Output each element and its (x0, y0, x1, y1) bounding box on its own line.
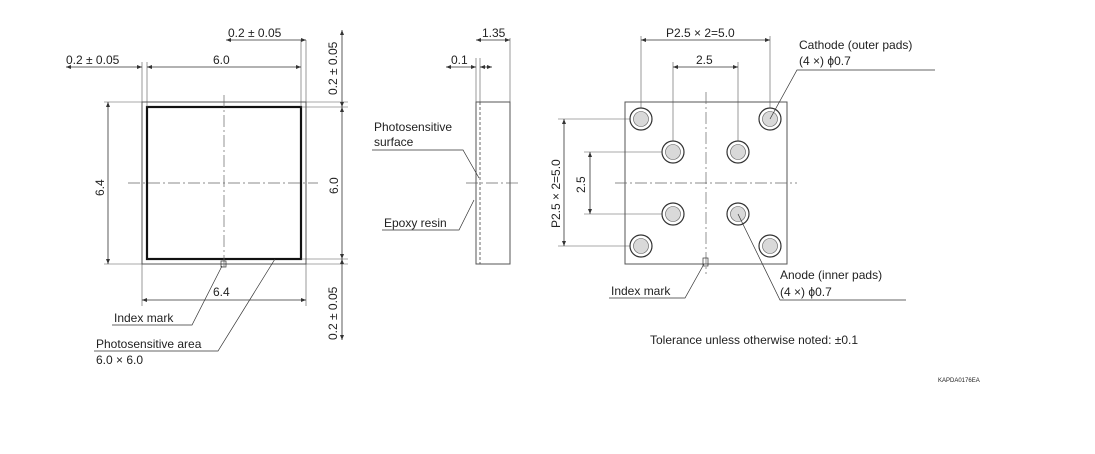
dim-label-inner-vertical: 2.5 (574, 176, 588, 193)
dimension-arrowhead (301, 38, 306, 42)
anode-pad (726, 140, 750, 164)
dim-label-side-left: 0.2 ± 0.05 (66, 53, 120, 67)
tolerance-note: Tolerance unless otherwise noted: ±0.1 (650, 333, 858, 347)
leader-index-mark-bottom (609, 263, 705, 299)
dimension-arrowhead (487, 65, 492, 69)
dim-label-vert-top: 0.2 ± 0.05 (326, 41, 340, 95)
label-cathode-1: Cathode (outer pads) (799, 38, 912, 52)
bottom-view: P2.5 × 2=5.0 2.5 P2.5 × 2=5.0 2.5 Cathod… (549, 26, 935, 301)
dimension-arrowhead (226, 38, 231, 42)
leader-index-mark (112, 265, 223, 326)
dimension-arrowhead (106, 259, 110, 264)
dimension-arrowhead (562, 241, 566, 246)
dimension-arrowhead (476, 38, 481, 42)
dim-label-thickness: 1.35 (482, 26, 506, 40)
dimension-arrowhead (446, 65, 451, 69)
dimension-arrowhead (340, 335, 344, 340)
label-anode-1: Anode (inner pads) (780, 268, 882, 282)
dimension-arrowhead (588, 152, 592, 157)
dimension-arrowhead (66, 65, 71, 69)
label-photosensitive-surface-2: surface (374, 135, 414, 149)
leader-photosensitive-area (94, 258, 276, 352)
dimension-arrowhead (106, 102, 110, 107)
leader-cathode (769, 69, 935, 120)
dimension-arrowhead (296, 65, 301, 69)
cathode-pad (629, 107, 653, 131)
leader-photosensitive-surface (372, 149, 480, 179)
dimension-arrowhead (673, 65, 678, 69)
dimension-arrowhead (301, 298, 306, 302)
dim-label-width: 6.0 (213, 53, 230, 67)
top-view: 0.2 ± 0.05 6.0 0.2 ± 0.05 0.2 ± 0.05 6.4… (66, 26, 348, 367)
dimension-arrowhead (147, 65, 152, 69)
label-cathode-2: (4 ×) ϕ0.7 (799, 54, 851, 68)
dimension-arrowhead (505, 38, 510, 42)
anode-pad (661, 202, 685, 226)
dimension-arrowhead (340, 107, 344, 112)
dimension-arrowhead (142, 298, 147, 302)
dimension-arrowhead (340, 254, 344, 259)
label-index-mark-bottom: Index mark (611, 284, 671, 298)
side-view: 1.35 0.1 Photosensitive surface Epoxy re… (372, 26, 520, 265)
dim-label-inner-horizontal: 2.5 (696, 53, 713, 67)
leader-anode (737, 213, 906, 301)
label-photosensitive-area: Photosensitive area (96, 337, 202, 351)
dimension-arrowhead (765, 38, 770, 42)
leader-epoxy-resin (382, 199, 475, 231)
dimension-arrowhead (733, 65, 738, 69)
dimension-arrowhead (340, 102, 344, 107)
dim-label-resin: 0.1 (451, 53, 468, 67)
cathode-pad (629, 234, 653, 258)
dim-label-side-top: 0.2 ± 0.05 (228, 26, 282, 40)
label-epoxy-resin: Epoxy resin (384, 216, 447, 230)
dim-label-pitch-horizontal: P2.5 × 2=5.0 (666, 26, 735, 40)
dim-label-pitch-vertical: P2.5 × 2=5.0 (549, 159, 563, 228)
drawing-number: KAPDA0176EA (938, 378, 980, 384)
dimension-arrowhead (562, 119, 566, 124)
dimension-arrowhead (340, 30, 344, 35)
label-anode-2: (4 ×) ϕ0.7 (780, 285, 832, 299)
dimension-arrowhead (471, 65, 476, 69)
bottom-view-index-mark (702, 257, 709, 267)
anode-pad (661, 140, 685, 164)
dim-label-height-right: 6.0 (327, 177, 341, 194)
dimension-arrowhead (641, 38, 646, 42)
label-index-mark: Index mark (114, 311, 174, 325)
dim-label-height-left: 6.4 (93, 179, 107, 196)
dimension-arrowhead (588, 209, 592, 214)
dimension-arrowhead (137, 65, 142, 69)
top-view-index-mark (220, 260, 227, 268)
dimension-arrowhead (340, 259, 344, 264)
label-photosensitive-surface-1: Photosensitive (374, 120, 452, 134)
dim-label-vert-bottom: 0.2 ± 0.05 (326, 286, 340, 340)
dim-label-width-bottom: 6.4 (213, 285, 230, 299)
cathode-pad (758, 234, 782, 258)
label-photosensitive-area-size: 6.0 × 6.0 (96, 353, 143, 367)
dimension-arrowhead (480, 65, 485, 69)
